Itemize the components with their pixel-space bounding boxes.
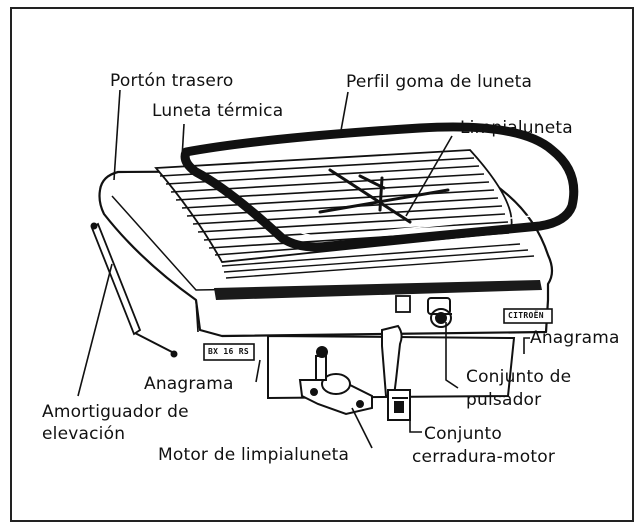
leader-perfil [339, 91, 349, 137]
leader-luneta [181, 123, 185, 159]
label-amortiguador-2: elevación [42, 424, 126, 444]
label-anagrama-right: Anagrama [530, 328, 620, 348]
model-badge: BX 16 RS [208, 347, 249, 356]
leader-porton [113, 89, 121, 181]
label-conjunto-cerradura-2: cerradura-motor [412, 447, 556, 467]
leader-amortiguador [77, 263, 113, 397]
wiper-motor [298, 346, 373, 416]
model-badge-frame [203, 343, 255, 361]
brand-badge-frame [503, 308, 553, 324]
label-conjunto-cerradura-1: Conjunto [424, 424, 502, 444]
label-limpialuneta: Limpialuneta [460, 118, 573, 138]
label-conjunto-pulsador-2: pulsador [466, 390, 542, 410]
gas-strut [90, 222, 178, 358]
label-motor-limpialuneta: Motor de limpialuneta [158, 445, 350, 465]
leader-anagrama-left [255, 359, 261, 383]
lock-motor-assembly [381, 324, 411, 421]
rubber-seal-profile [180, 122, 579, 252]
label-conjunto-pulsador-1: Conjunto de [466, 367, 572, 387]
label-anagrama-left: Anagrama [144, 374, 234, 394]
wiper-arm [318, 168, 450, 224]
brand-badge: CITROËN [508, 311, 544, 320]
leader-pulsador [445, 322, 459, 389]
label-porton-trasero: Portón trasero [110, 71, 234, 91]
frame-border [10, 7, 634, 522]
rubber-strip [214, 280, 542, 300]
leader-lines [77, 89, 530, 449]
label-perfil-goma: Perfil goma de luneta [346, 72, 533, 92]
leader-anagrama-right [523, 337, 530, 354]
label-luneta-termica: Luneta térmica [152, 101, 284, 121]
leader-limpialuneta [405, 135, 453, 217]
push-button-assembly [427, 297, 452, 328]
handle-recess [395, 295, 411, 313]
leader-cerradura [409, 412, 422, 433]
leader-motor [351, 407, 373, 449]
label-amortiguador-1: Amortiguador de [42, 402, 189, 422]
